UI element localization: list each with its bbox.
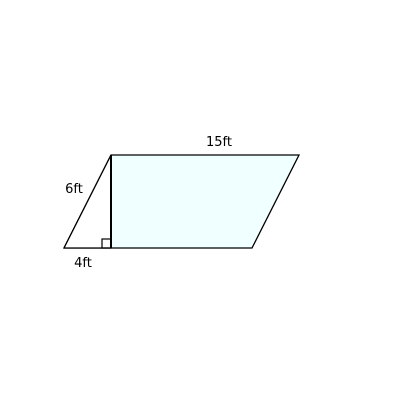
top-side-label: 15ft <box>206 135 232 150</box>
right-angle-marker <box>101 238 112 249</box>
bottom-offset-label: 4ft <box>74 256 92 271</box>
slanted-edge <box>63 154 112 249</box>
slanted-side-label: 6ft <box>65 182 83 197</box>
